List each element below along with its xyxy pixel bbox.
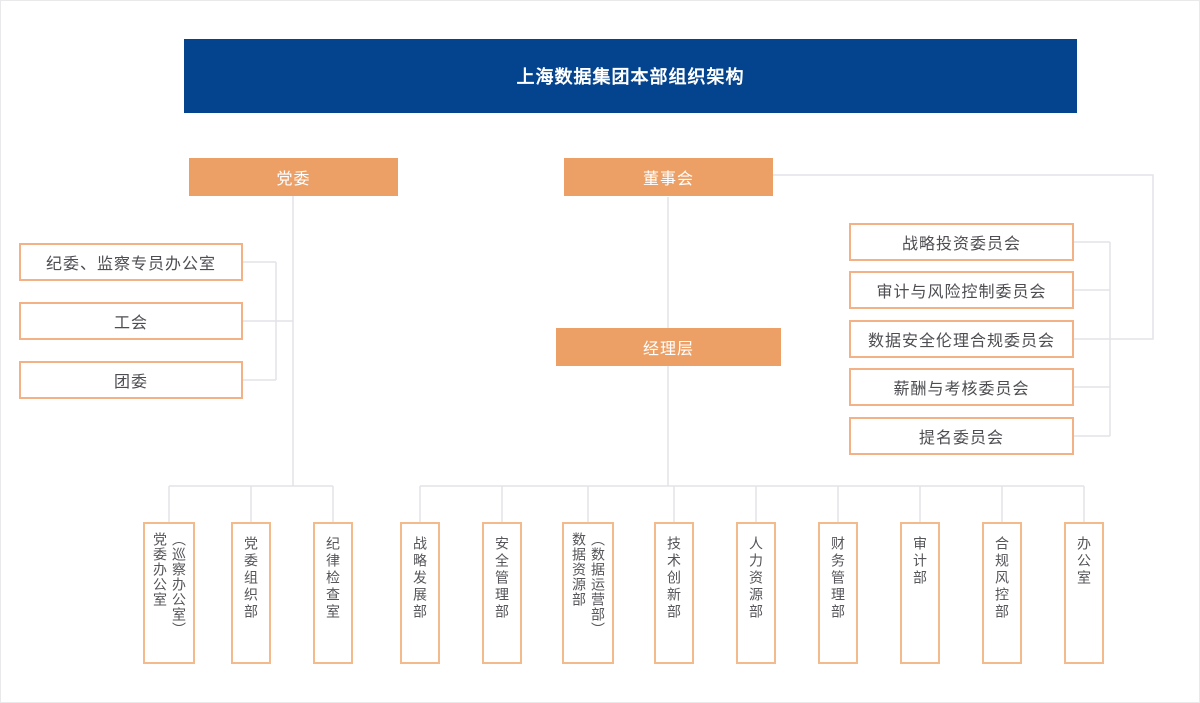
node-discipline-supervision-office: 纪委、监察专员办公室 <box>19 243 243 281</box>
node-youth-league: 团委 <box>19 361 243 399</box>
dept-name-column: 数据资源部 <box>571 532 587 607</box>
node-discipline-inspection-office: 纪律检查室 <box>313 522 353 664</box>
dept-alias-column: （巡察办公室） <box>171 532 187 637</box>
party-connectors <box>168 195 334 522</box>
node-finance-management-dept: 财务管理部 <box>818 522 858 664</box>
node-technology-innovation-dept: 技术创新部 <box>654 522 694 664</box>
dept-name-column: 财务管理部 <box>830 536 846 621</box>
node-audit-risk-control-committee: 审计与风险控制委员会 <box>849 271 1074 309</box>
dept-name-column: 纪律检查室 <box>325 536 341 621</box>
node-audit-dept: 审计部 <box>900 522 940 664</box>
node-party-committee-office: 党委办公室 （巡察办公室） <box>143 522 195 664</box>
dept-name-column: 技术创新部 <box>666 536 682 621</box>
node-management: 经理层 <box>556 328 781 366</box>
dept-name-column: 合规风控部 <box>994 536 1010 621</box>
node-nomination-committee: 提名委员会 <box>849 417 1074 455</box>
node-compensation-appraisal-committee: 薪酬与考核委员会 <box>849 368 1074 406</box>
node-party-organization-dept: 党委组织部 <box>231 522 271 664</box>
dept-name-column: 人力资源部 <box>748 536 764 621</box>
node-strategic-development-dept: 战略发展部 <box>400 522 440 664</box>
committee-connectors <box>773 174 1154 437</box>
node-strategic-investment-committee: 战略投资委员会 <box>849 223 1074 261</box>
dept-name-column: 办公室 <box>1076 536 1092 587</box>
node-data-resources-dept: 数据资源部 （数据运营部） <box>562 522 614 664</box>
chart-title: 上海数据集团本部组织架构 <box>516 67 745 87</box>
node-labor-union: 工会 <box>19 302 243 340</box>
node-general-office: 办公室 <box>1064 522 1104 664</box>
dept-name-column: 战略发展部 <box>412 536 428 621</box>
dept-name-column: 安全管理部 <box>494 536 510 621</box>
node-security-management-dept: 安全管理部 <box>482 522 522 664</box>
node-board: 董事会 <box>564 158 773 196</box>
dept-name-column: 党委办公室 <box>152 532 168 607</box>
node-compliance-risk-control-dept: 合规风控部 <box>982 522 1022 664</box>
node-party-committee: 党委 <box>189 158 398 196</box>
dept-name-column: 审计部 <box>912 536 928 587</box>
node-human-resources-dept: 人力资源部 <box>736 522 776 664</box>
dept-name-column: 党委组织部 <box>243 536 259 621</box>
chart-title-banner: 上海数据集团本部组织架构 <box>184 39 1077 113</box>
dept-alias-column: （数据运营部） <box>590 532 606 637</box>
node-data-security-ethics-compliance-committee: 数据安全伦理合规委员会 <box>849 320 1074 358</box>
